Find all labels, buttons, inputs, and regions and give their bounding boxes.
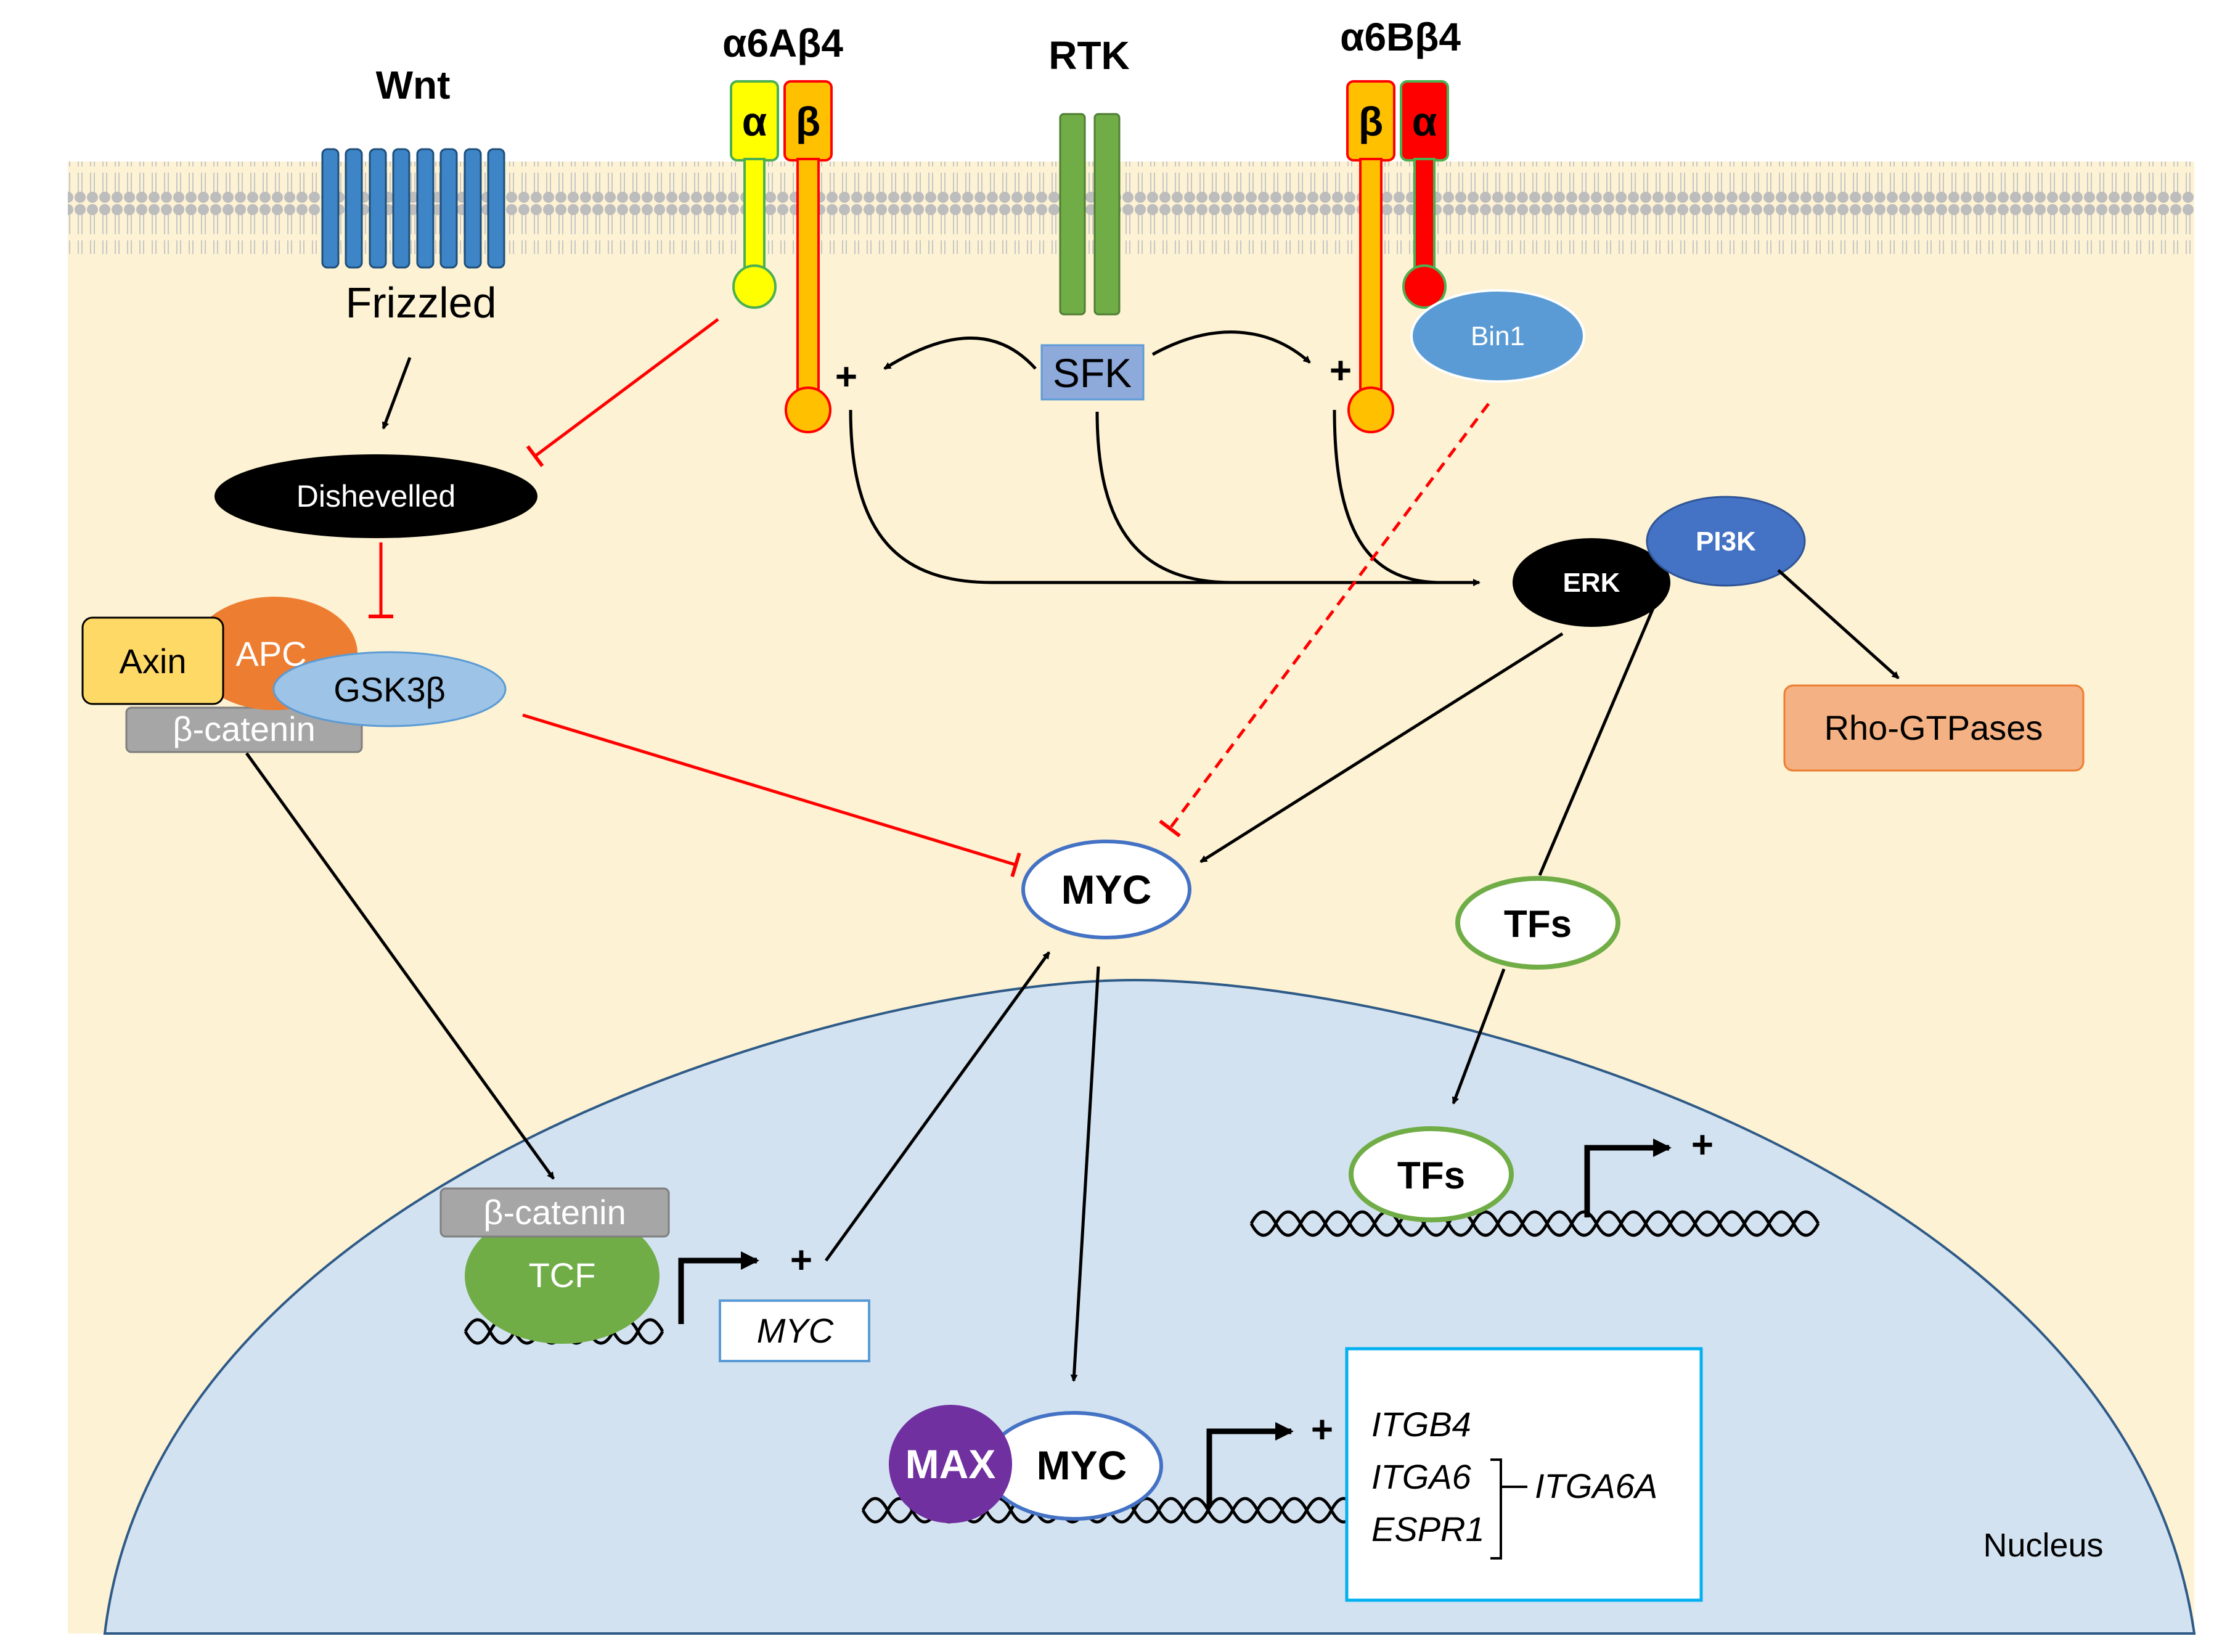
target-gene-box [1345, 1347, 1703, 1602]
tfs-to-nucleus-arrow [1452, 968, 1506, 1105]
pi3k-label: PI3K [1696, 526, 1756, 557]
myc-cyto-label: MYC [1061, 867, 1152, 912]
myc-promoter-arrow [1206, 1422, 1294, 1507]
myc-gene-box [719, 1299, 870, 1362]
a6b-b4-label: α6Bβ4 [1340, 15, 1461, 59]
frizzled-label: Frizzled [345, 279, 496, 327]
a6b-beta-letter: β [1358, 99, 1383, 144]
sfk-to-a6a-arrow [883, 336, 1037, 370]
rtk-label: RTK [1048, 33, 1130, 78]
sfk-label: SFK [1053, 350, 1132, 396]
rho-gtpases-node [1783, 684, 2085, 772]
integrin-a6a-b4 [730, 80, 833, 433]
a6a-inhibits-dishevelled [526, 317, 719, 467]
sfk-to-erk-line [1095, 411, 1233, 584]
gsk3b-inhibits-myc [522, 713, 1021, 878]
bin1-inhibits-myc [1159, 403, 1490, 838]
tfs-promoter-arrow [1584, 1139, 1672, 1217]
myc-gene-to-myc-arrow [824, 951, 1051, 1262]
myc-gene-label: MYC [757, 1311, 834, 1350]
gsk3b-node [272, 651, 507, 727]
beta-catenin-to-nucleus-arrow [245, 752, 555, 1180]
gene-itga6: ITGA6 [1371, 1457, 1472, 1496]
a6a-beta-letter: β [796, 99, 820, 144]
myc-to-nucleus-arrow [1070, 966, 1100, 1382]
nucleus-label: Nucleus [1983, 1527, 2103, 1564]
a6a-alpha-letter: α [742, 99, 767, 144]
sfk-to-a6b-arrow [1151, 330, 1311, 364]
erk-to-myc-arrow [1199, 632, 1564, 864]
rtk-receptor [1059, 113, 1121, 316]
bin1-label: Bin1 [1471, 321, 1525, 351]
frizzled-receptor [321, 148, 505, 269]
a6b-alpha-letter: α [1412, 99, 1437, 144]
axin-label: Axin [120, 642, 187, 681]
apc-label: APC [235, 634, 306, 673]
wnt-label: Wnt [376, 63, 451, 107]
pi3k-to-rho-arrow [1777, 569, 1900, 679]
gsk3b-label: GSK3β [333, 670, 446, 709]
tfs-cyto-node [1455, 876, 1620, 970]
a6b-phospho-plus: + [1330, 350, 1352, 392]
a6a-phospho-plus: + [835, 356, 857, 398]
myc-nuc-label: MYC [1037, 1442, 1127, 1488]
itga6a-bracket [1490, 1458, 1527, 1560]
tfs-nuc-node [1349, 1126, 1514, 1222]
beta-catenin-nuc-label: β-catenin [483, 1193, 626, 1232]
frizzled-to-dishevelled-arrow [382, 357, 412, 430]
tcf-plus: + [790, 1239, 812, 1282]
tfs-nuc-label: TFs [1397, 1155, 1465, 1197]
erk-label: ERK [1563, 568, 1620, 598]
tfs-plus: + [1691, 1124, 1714, 1166]
erk-to-tfs-line [1538, 596, 1660, 876]
dishevelled-label: Dishevelled [296, 479, 455, 513]
erk-node [1513, 538, 1670, 627]
bin1-node [1410, 289, 1585, 383]
myc-cyto-node [1021, 840, 1191, 939]
tcf-promoter-arrow [678, 1251, 759, 1324]
gene-itga6a: ITGA6A [1535, 1466, 1657, 1505]
integrin-a6b-b4 [1346, 80, 1449, 433]
sfk-node [1040, 344, 1145, 401]
axin-node [81, 616, 224, 705]
tcf-node [465, 1208, 660, 1344]
tfs-cyto-label: TFs [1504, 903, 1572, 946]
rho-gtpases-label: Rho-GTPases [1824, 708, 2043, 747]
max-node [889, 1405, 1012, 1523]
gene-itgb4: ITGB4 [1371, 1405, 1471, 1444]
max-label: MAX [905, 1441, 996, 1487]
pi3k-node [1646, 496, 1806, 587]
beta-catenin-cyto-label: β-catenin [173, 709, 315, 748]
a6a-to-erk-line [849, 409, 1481, 586]
a6a-b4-label: α6Aβ4 [722, 21, 843, 65]
beta-catenin-nuc-node [439, 1187, 670, 1238]
gene-espr1: ESPR1 [1371, 1510, 1485, 1548]
myc-target-plus: + [1311, 1409, 1333, 1451]
a6b-to-erk-line [1333, 409, 1443, 584]
beta-catenin-cyto-node [125, 706, 363, 753]
dishevelled-node [214, 454, 537, 538]
tcf-label: TCF [529, 1256, 596, 1294]
dna-helix-tfs [1249, 1210, 1820, 1237]
